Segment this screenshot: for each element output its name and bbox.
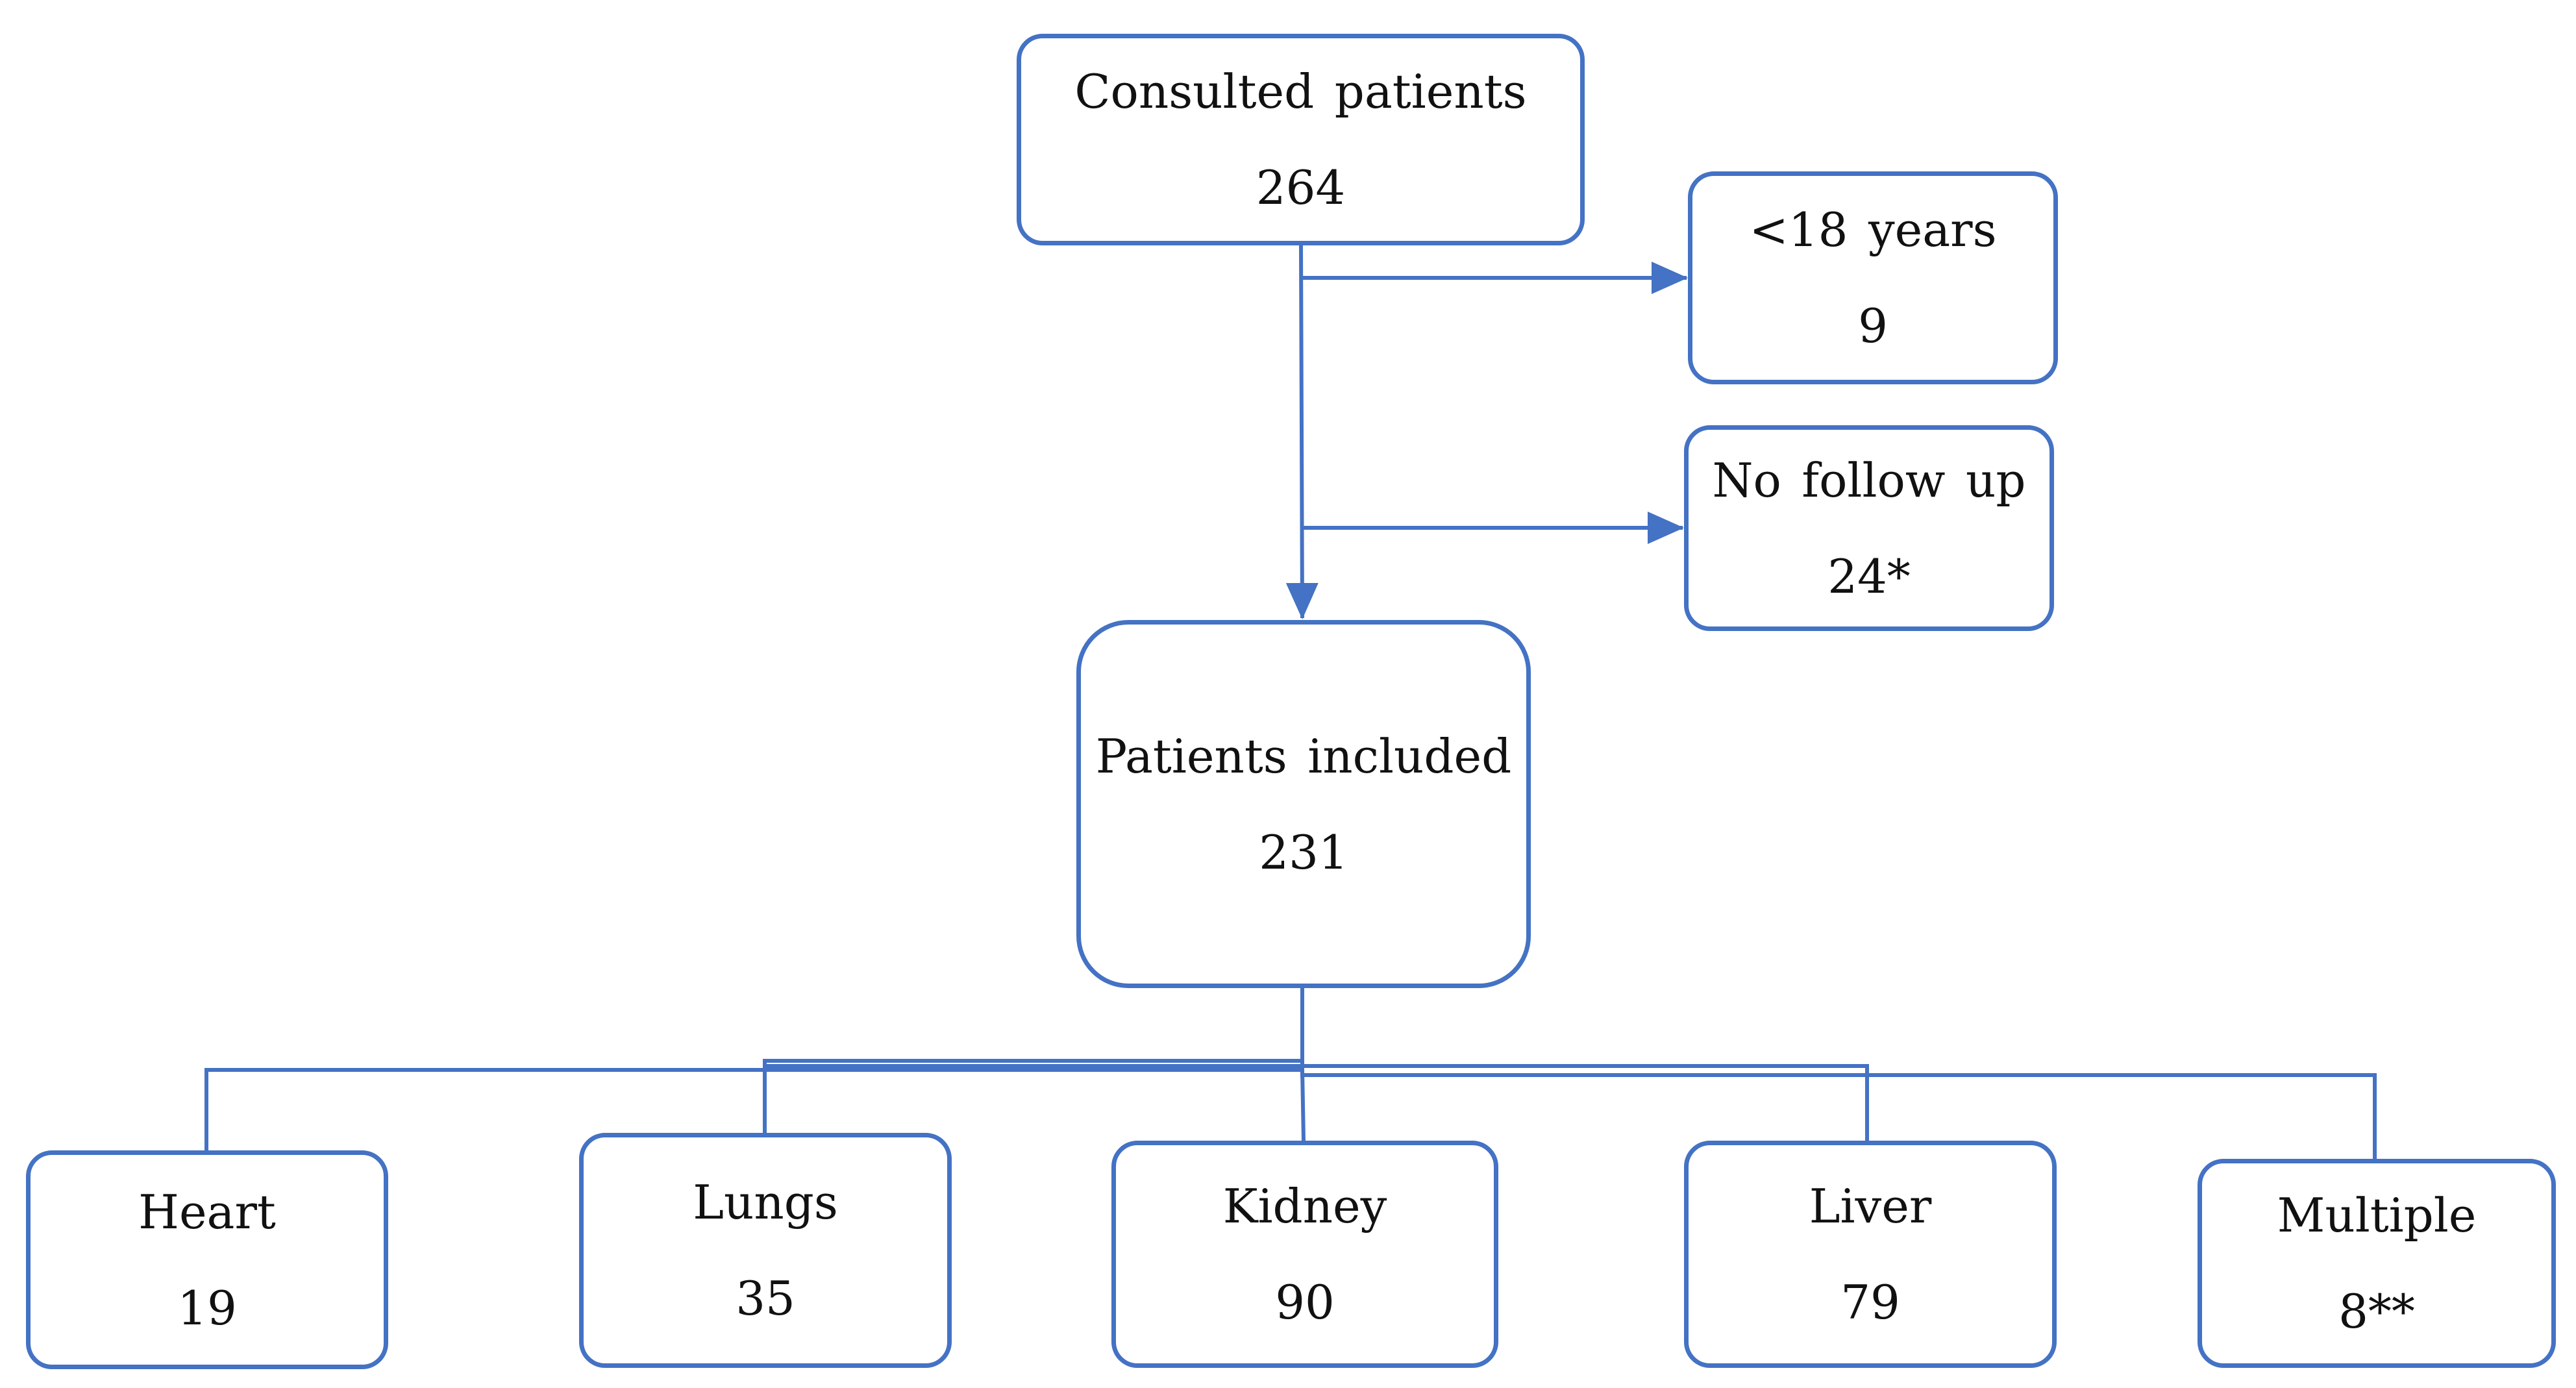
consulted-patients-label: Consulted patients [1074,64,1527,119]
heart-label: Heart [138,1184,276,1239]
heart-box: Heart 19 [26,1150,388,1369]
liver-label: Liver [1809,1179,1932,1233]
multiple-label: Multiple [2277,1188,2477,1243]
connector-to-kidney [1300,1069,1306,1141]
organ-distribution-connectors [204,988,2377,1159]
connector-to-lungs [763,1059,1302,1133]
multiple-count: 8** [2338,1284,2415,1339]
arrow-consulted-to-included [1285,245,1319,619]
liver-box: Liver 79 [1684,1141,2057,1368]
no-follow-up-box: No follow up 24* [1684,425,2054,631]
lungs-label: Lungs [693,1175,838,1230]
under-18-count: 9 [1858,299,1888,353]
under-18-label: <18 years [1749,203,1997,257]
patients-included-box: Patients included 231 [1076,620,1531,988]
liver-count: 79 [1840,1275,1900,1330]
no-follow-up-label: No follow up [1712,452,2026,508]
connector-to-heart [204,1068,1302,1150]
consulted-patients-box: Consulted patients 264 [1017,34,1585,245]
kidney-count: 90 [1275,1275,1335,1330]
under-18-box: <18 years 9 [1688,171,2058,384]
connector-to-multiple [1302,1073,2377,1159]
patients-included-label: Patients included [1095,728,1512,784]
consulted-patients-count: 264 [1256,160,1346,215]
lungs-box: Lungs 35 [579,1133,952,1368]
lungs-count: 35 [736,1271,795,1326]
connector-to-liver [765,1064,1869,1141]
multiple-box: Multiple 8** [2198,1159,2556,1368]
patients-included-count: 231 [1259,824,1348,880]
no-follow-up-count: 24* [1827,549,1911,604]
kidney-box: Kidney 90 [1111,1141,1498,1368]
kidney-label: Kidney [1222,1179,1387,1233]
heart-count: 19 [177,1280,237,1335]
